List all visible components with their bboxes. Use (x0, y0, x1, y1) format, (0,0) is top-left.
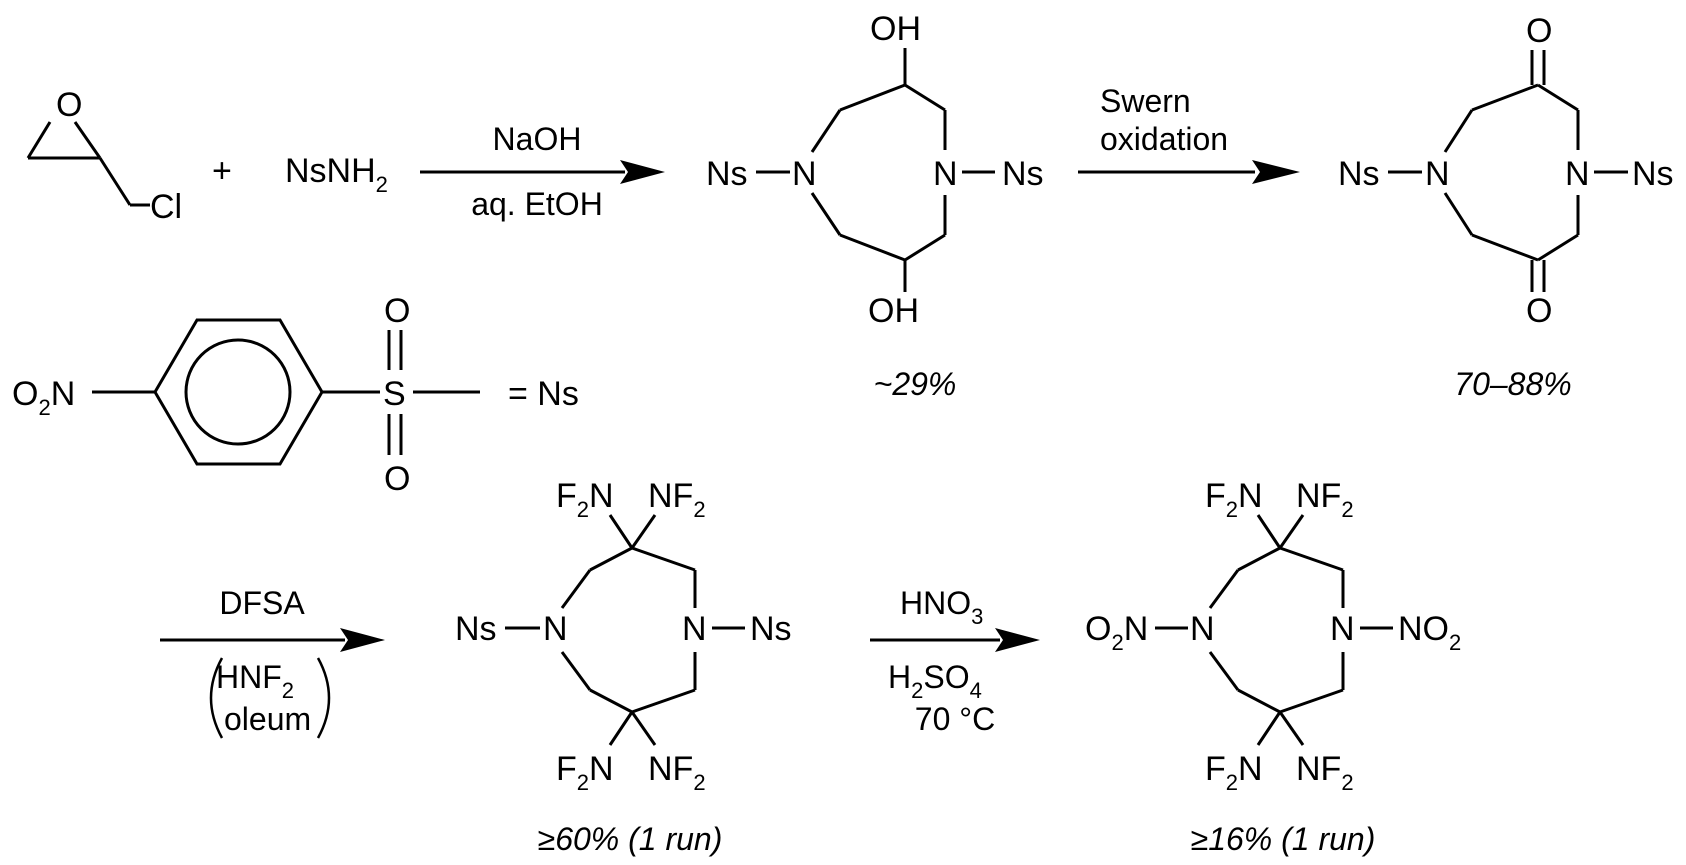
ns-definition: O2N S O O = Ns (12, 292, 579, 498)
final-n-right: N (1330, 610, 1355, 648)
tetrakis-f2n-bottom: F2N (556, 750, 614, 795)
diol-ring: Ns N N Ns OH OH (706, 10, 1044, 330)
diol-oh-bottom: OH (868, 292, 919, 330)
step2-reagent-top: Swern (1100, 83, 1191, 119)
dione-ring: Ns N N Ns O O (1338, 12, 1674, 330)
step3-reagent-top: DFSA (219, 585, 305, 621)
tetrakis-nf2-top: NF2 (648, 477, 706, 522)
step2-reagent-bottom: oxidation (1100, 121, 1228, 157)
step4-reagent-top: HNO3 (900, 585, 983, 629)
final-nf2-top: NF2 (1296, 477, 1354, 522)
step3-paren-line2: oleum (224, 701, 311, 737)
step1-reagent-bottom: aq. EtOH (471, 186, 603, 222)
dione-n-left: N (1425, 155, 1450, 193)
sulfonyl-o-bottom: O (384, 460, 410, 498)
dione-ns-right: Ns (1632, 155, 1674, 193)
diol-n-right: N (933, 155, 958, 193)
epichlorohydrin: O Cl (26, 86, 182, 226)
tetrakis-f2n-top: F2N (556, 477, 614, 522)
epoxide-oxygen-label: O (56, 86, 82, 124)
step1-reagent-top: NaOH (493, 121, 582, 157)
dione-n-right: N (1565, 155, 1590, 193)
nsnh2-label: NsNH2 (285, 152, 388, 197)
dione-o-top: O (1526, 12, 1552, 50)
step1-arrow: NaOH aq. EtOH (420, 121, 665, 222)
step3-paren-line1: HNF2 (216, 659, 294, 703)
tetrakis-ns-right: Ns (750, 610, 792, 648)
final-yield: ≥16% (1 run) (1191, 821, 1376, 857)
tetrakis-nf2-bottom: NF2 (648, 750, 706, 795)
diol-ns-right: Ns (1002, 155, 1044, 193)
dione-ns-left: Ns (1338, 155, 1380, 193)
final-no2-right: NO2 (1398, 610, 1461, 655)
final-f2n-top: F2N (1205, 477, 1263, 522)
nitro-label: O2N (12, 375, 75, 420)
tetrakis-ns-left: Ns (455, 610, 497, 648)
nosylamide: NsNH2 (285, 152, 388, 197)
tetrakis-ns-ring: Ns N N Ns F2N NF2 F2N NF2 (455, 477, 792, 795)
sulfur-label: S (383, 375, 406, 413)
dione-o-bottom: O (1526, 292, 1552, 330)
final-nf2-bottom: NF2 (1296, 750, 1354, 795)
sulfonyl-o-top: O (384, 292, 410, 330)
tetrakis-yield: ≥60% (1 run) (538, 821, 723, 857)
final-ring: O2N N N NO2 F2N NF2 F2N NF2 (1085, 477, 1461, 795)
step2-arrow: Swern oxidation (1078, 83, 1300, 184)
final-f2n-bottom: F2N (1205, 750, 1263, 795)
step4-reagent-bottom: 70 °C (915, 701, 995, 737)
tetrakis-n-right: N (682, 610, 707, 648)
diol-oh-top: OH (870, 10, 921, 48)
step4-reagent-middle: H2SO4 (888, 659, 982, 703)
step3-arrow: DFSA HNF2 oleum (160, 585, 385, 739)
plus-sign: + (212, 152, 232, 190)
chloro-label: Cl (150, 188, 182, 226)
tetrakis-n-left: N (543, 610, 568, 648)
diol-yield: ~29% (874, 366, 957, 402)
step4-arrow: HNO3 H2SO4 70 °C (870, 585, 1040, 737)
diol-n-left: N (792, 155, 817, 193)
diol-ns-left: Ns (706, 155, 748, 193)
final-n-left: N (1190, 610, 1215, 648)
final-o2n-left: O2N (1085, 610, 1148, 655)
ns-definition-label: = Ns (508, 375, 579, 413)
dione-yield: 70–88% (1454, 366, 1571, 402)
